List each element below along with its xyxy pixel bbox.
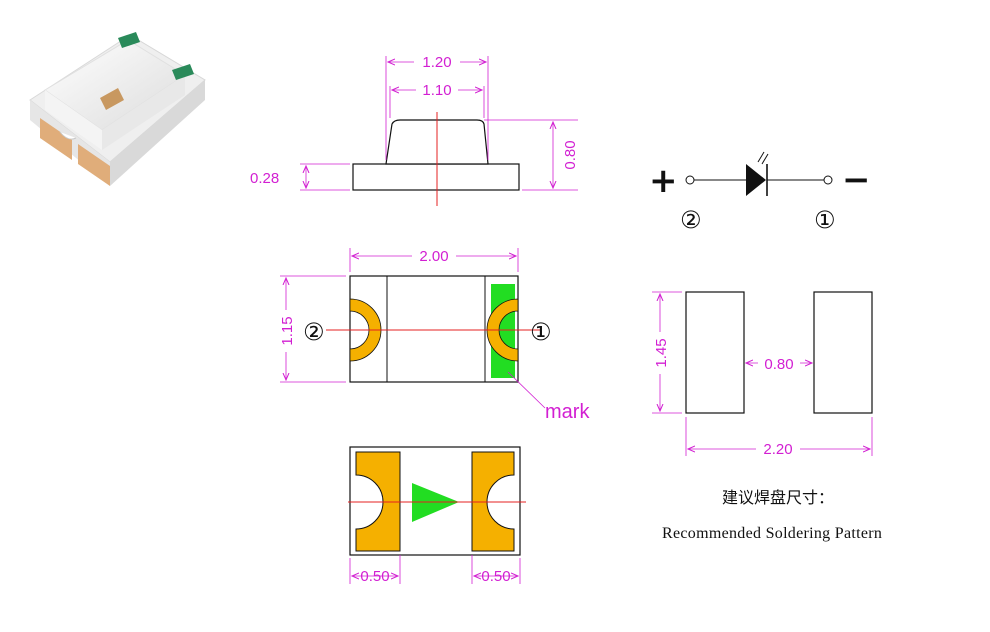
caption-chinese: 建议焊盘尺寸： [722, 488, 834, 507]
led-schematic-symbol: + − ② ① [649, 151, 871, 234]
pin-1-label: ① [530, 318, 552, 346]
mark-label: mark [545, 401, 590, 423]
pad-right [813, 291, 873, 414]
diode-triangle [746, 164, 766, 196]
dim-top-width: 1.20 [422, 54, 451, 71]
pin-2-label: ② [303, 318, 325, 346]
dim-length: 2.00 [419, 248, 448, 265]
minus-sign: − [842, 160, 871, 200]
dim-base-height: 0.28 [250, 170, 279, 187]
pad-left [685, 291, 745, 414]
top-view: 2.00 1.15 ② ① mark [276, 247, 590, 423]
dim-pad-overall: 2.20 [763, 441, 792, 458]
side-view: 1.20 1.10 0.28 0.80 [250, 53, 579, 206]
dim-body-width: 1.10 [422, 82, 451, 99]
caption-english: Recommended Soldering Pattern [662, 525, 882, 542]
dim-total-height: 0.80 [562, 140, 579, 169]
plus-sign: + [649, 161, 678, 201]
solder-pad-pattern: 1.45 0.80 2.20 建议焊盘尺寸： Recommended Solde… [650, 291, 882, 542]
dim-pad-left: 0.50 [360, 568, 389, 585]
dim-pad-gap: 0.80 [764, 356, 793, 373]
anode-pin-label: ② [680, 206, 702, 234]
dim-pad-right: 0.50 [481, 568, 510, 585]
dim-width: 1.15 [279, 316, 296, 345]
bottom-view: 0.50 0.50 [348, 446, 526, 585]
cathode-pin-label: ① [814, 206, 836, 234]
led-product-photo [29, 32, 206, 186]
dim-pad-height: 1.45 [653, 338, 670, 367]
